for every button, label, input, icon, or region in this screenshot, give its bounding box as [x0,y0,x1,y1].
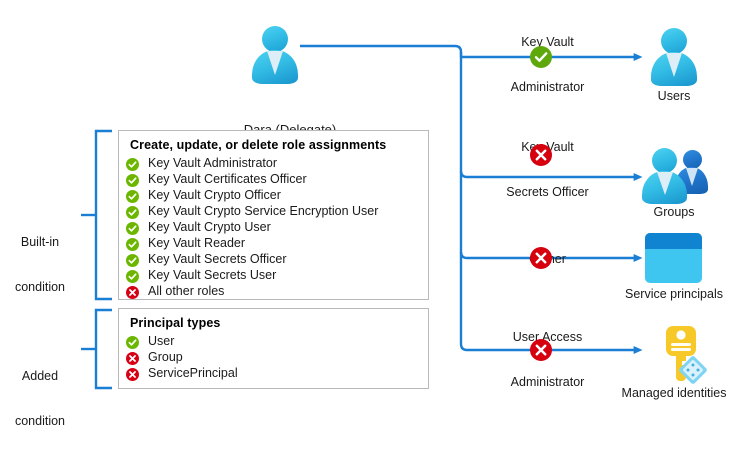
allow-badge-icon [126,335,139,349]
flow-4-deny-badge [530,339,552,361]
condition-row-label: User [148,334,175,349]
status-badge [126,157,139,171]
delegate-avatar [249,26,301,84]
added-label-line1: Added [21,369,59,383]
status-badge [126,335,139,349]
builtin-condition-bracket-label: Built-in condition [2,205,78,325]
deny-badge-icon [126,351,139,365]
condition-row-label: Key Vault Crypto Service Encryption User [148,204,379,219]
status-badge [126,173,139,187]
allow-badge-icon [126,157,139,171]
allow-badge-icon [126,205,139,219]
added-condition-bracket-label: Added condition [2,339,78,459]
condition-row-label: Key Vault Administrator [148,156,277,171]
condition-row-label: ServicePrincipal [148,366,238,381]
groups-icon [640,145,710,205]
flow-3-target-label: Service principals [625,287,723,301]
added-label-line2: condition [14,414,66,428]
allow-badge-icon [126,237,139,251]
builtin-label-line1: Built-in [20,235,60,249]
condition-row: Key Vault Crypto Officer [119,188,428,204]
builtin-label-line2: condition [14,280,66,294]
flow-2-role-line2: Secrets Officer [506,185,589,199]
condition-row: Key Vault Crypto Service Encryption User [119,204,428,220]
key-icon [655,322,707,384]
flow-1-role-line1: Key Vault [521,35,574,49]
status-badge [126,285,139,299]
condition-row: ServicePrincipal [119,366,428,382]
condition-row: Key Vault Secrets User [119,268,428,284]
condition-row-label: All other roles [148,284,225,299]
status-badge [126,367,139,381]
condition-row-label: Key Vault Secrets User [148,268,277,283]
status-badge [126,237,139,251]
condition-row-label: Key Vault Crypto User [148,220,271,235]
condition-row: All other roles [119,284,428,300]
condition-row-label: Key Vault Crypto Officer [148,188,281,203]
condition-row-label: Key Vault Reader [148,236,246,251]
builtin-condition-panel: Create, update, or delete role assignmen… [118,130,429,300]
condition-row-label: Key Vault Secrets Officer [148,252,287,267]
allow-badge-icon [126,269,139,283]
flow-2-role-label: Key Vault Secrets Officer [470,110,625,230]
condition-row: Key Vault Administrator [119,156,428,172]
flow-4-role-line1: User Access [512,330,583,344]
service-principal-icon [645,233,702,283]
builtin-panel-title: Create, update, or delete role assignmen… [130,138,387,152]
status-badge [126,253,139,267]
condition-row: Key Vault Secrets Officer [119,252,428,268]
status-badge [126,189,139,203]
flow-3-deny-badge [530,247,552,269]
flow-2-deny-badge [530,144,552,166]
flow-2-target-label: Groups [653,205,695,219]
status-badge [126,269,139,283]
allow-badge-icon [126,173,139,187]
status-badge [126,351,139,365]
status-badge [126,205,139,219]
allow-badge-icon [126,221,139,235]
condition-row: Key Vault Certificates Officer [119,172,428,188]
flow-1-role-line2: Administrator [510,80,585,94]
flow-1-allow-badge [530,46,552,68]
diagram-canvas: Dara (Delegate) Key Vault Data Access Ad… [2,5,727,428]
condition-row: User [119,334,428,350]
flow-4-role-label: User Access Administrator [470,300,625,420]
flow-4-role-line2: Administrator [510,375,585,389]
deny-badge-icon [126,367,139,381]
condition-row-label: Key Vault Certificates Officer [148,172,307,187]
condition-row: Group [119,350,428,366]
condition-row: Key Vault Crypto User [119,220,428,236]
flow-1-role-label: Key Vault Administrator [470,5,625,125]
flow-1-target-label: Users [657,89,691,103]
flow-4-target-label: Managed identities [621,386,727,400]
status-badge [126,221,139,235]
allow-badge-icon [126,253,139,267]
condition-row: Key Vault Reader [119,236,428,252]
added-panel-title: Principal types [130,316,221,330]
users-icon [648,28,700,86]
condition-row-label: Group [148,350,183,365]
allow-badge-icon [126,189,139,203]
deny-badge-icon [126,285,139,299]
